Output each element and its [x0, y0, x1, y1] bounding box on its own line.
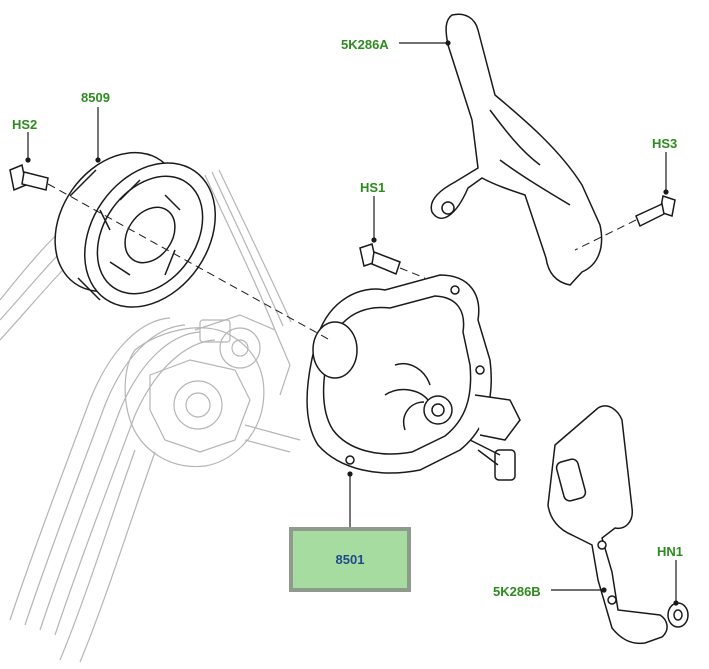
- callout-bracket-a: 5K286A: [341, 37, 389, 52]
- callout-pulley: 8509: [81, 90, 110, 105]
- bracket-a-drawing: [430, 13, 603, 286]
- callout-hs2: HS2: [12, 117, 38, 132]
- nut-hn1-drawing: [667, 602, 689, 628]
- water-pump-drawing: [306, 274, 521, 481]
- callout-bracket-b: 5K286B: [493, 584, 541, 599]
- bolts-drawing: [9, 163, 676, 276]
- callout-hs1: HS1: [360, 180, 386, 195]
- callout-hs3: HS3: [652, 136, 678, 151]
- assembly-axes: [47, 183, 637, 341]
- water-pump-highlight-box[interactable]: 8501: [289, 527, 411, 592]
- callout-water-pump[interactable]: 8501: [335, 552, 365, 567]
- bracket-b-drawing: [547, 405, 668, 645]
- leader-lines: [25, 40, 679, 606]
- callout-hn1: HN1: [657, 544, 684, 559]
- pulley-drawing: [54, 151, 217, 308]
- ghost-belt-and-tensioner: [0, 169, 301, 663]
